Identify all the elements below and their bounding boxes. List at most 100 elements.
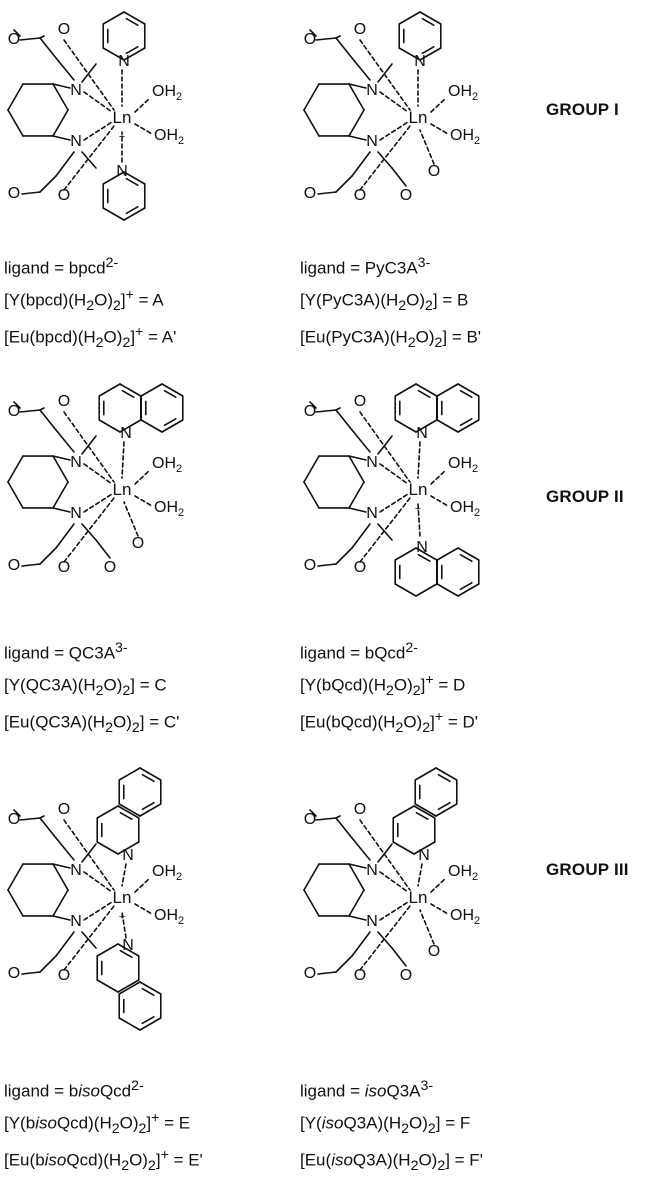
bond [119,383,142,397]
bond [377,523,393,541]
bond [81,435,97,455]
ligand-name: isoQ3AisoQ3A [331,1150,387,1170]
bond [96,979,119,993]
bond [415,383,438,397]
bond [309,809,317,817]
bond [391,167,407,187]
bond [335,175,353,193]
atom-label: N [70,454,82,471]
bond [52,863,69,891]
bond [7,481,24,509]
metal-center: Ln [409,888,428,907]
bond [392,841,415,855]
carboxylate-oxygen: O [58,187,70,204]
bond [139,1017,162,1031]
bond [102,207,125,221]
coordination-bond [63,411,115,483]
carbonyl-oxygen: O [8,965,20,982]
coordination-bond [419,129,435,165]
atom-label: N [70,505,82,522]
bond [348,507,367,513]
bond [377,931,393,949]
complex-y-line: [Y(bpcd)(H2O)2]+ = A [4,286,164,314]
bond [19,817,41,821]
coordination-bond [134,469,151,485]
group-3-label: GROUP III [546,860,629,879]
complex-y-line: [Y(bisoQcdbisoQcd)(H2O)2]+ = E [4,1109,191,1137]
bond [21,971,41,975]
bond [398,11,421,25]
bond [335,407,341,411]
group-2-label: GROUP II [546,487,624,506]
bond [161,419,184,433]
coordination-bond [379,463,409,485]
bond [414,803,437,817]
coordination-bond [63,497,115,563]
bond [117,805,140,819]
complex-y-line: [Y(isoQ3AisoQ3A)(H2O)2] = F [300,1113,471,1137]
bond [98,383,121,397]
bond [457,419,480,433]
bond [351,931,371,957]
coordination-bond [121,863,127,887]
bond [351,57,371,81]
bond [52,915,71,921]
bond [457,547,480,561]
ligand-line: ligand = QC3A3- [4,640,128,663]
carbonyl-oxygen: O [304,185,316,202]
bond [39,817,57,839]
bond [123,207,146,221]
bond [7,455,24,483]
bond [55,151,75,177]
coordination-bond [83,901,113,921]
bond [163,417,177,427]
bond [118,767,141,781]
bond [39,955,57,973]
atom-label: N [414,53,426,70]
ligand-name: isoQ3AisoQ3A [321,1113,378,1133]
coordination-bond [83,493,113,513]
water-ligand: OH2 [152,455,182,475]
coordination-bond [417,863,423,887]
bond [335,815,341,819]
metal-center: Ln [113,480,132,499]
ligand-name: bQcd [321,675,363,695]
ligand-charge: 3- [420,1078,434,1094]
carbonyl-oxygen: O [304,557,316,574]
bond [7,83,24,111]
bond [81,843,97,863]
carboxylate-oxygen: O [58,21,70,38]
coordination-bond [359,497,411,563]
bond [377,843,393,863]
coordination-bond [417,441,421,479]
atom-label: N [418,847,430,864]
bond [39,815,45,819]
bond [96,943,119,957]
bond [102,171,125,185]
bond [52,507,71,513]
complex-eu-line: [Eu(bisoQcdbisoQcd)(H2O)2]+ = E' [4,1146,203,1174]
bond [335,817,353,839]
carbonyl-oxygen: O [8,31,20,48]
bond [39,409,57,431]
bond [335,37,353,59]
bond [377,151,393,169]
bond [348,109,365,137]
bond [161,383,184,397]
atom-label: N [70,913,82,930]
complex-eu-line: [Eu(bQcd)(H2O)2]+ = D' [300,708,478,736]
carbonyl-oxygen: O [8,811,20,828]
coordination-bond [417,503,421,537]
carbonyl-oxygen: O [8,403,20,420]
bond [117,943,140,957]
bond [96,805,119,819]
bond [81,63,97,83]
bond [125,45,139,55]
bond [335,35,341,39]
metal-center: Ln [113,888,132,907]
bond [315,817,337,821]
caption-0: ligand = bpcd2-[Y(bpcd)(H2O)2]+ = A[Eu(b… [4,250,176,356]
